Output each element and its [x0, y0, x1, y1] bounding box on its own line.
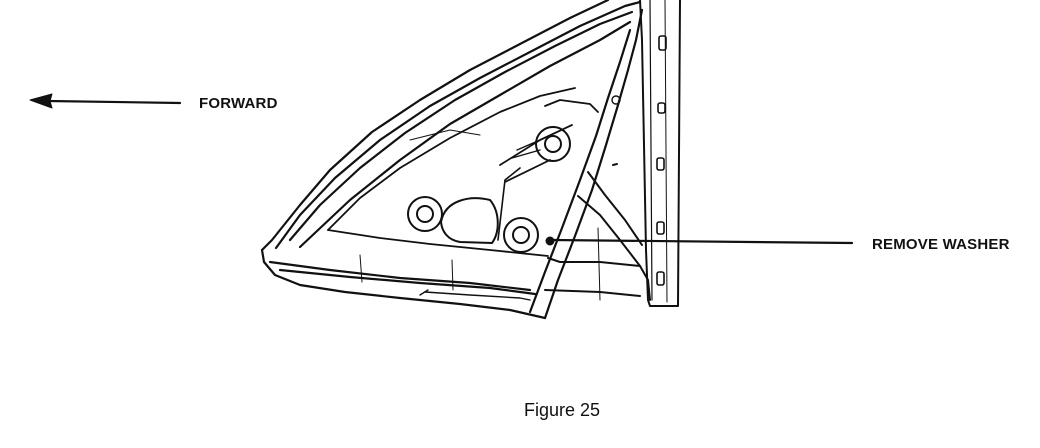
- mirror-housing: [260, 0, 644, 320]
- mirror-base: [544, 171, 651, 301]
- mounting-bosses: [407, 126, 571, 253]
- figure-caption: Figure 25: [523, 400, 601, 420]
- remove-washer-label: REMOVE WASHER: [872, 236, 1010, 253]
- remove-washer-leader-line: [550, 238, 854, 245]
- forward-arrow: [29, 93, 182, 109]
- door-pillar: [611, 0, 681, 307]
- forward-label: FORWARD: [199, 95, 278, 112]
- mirror-backing-plate: [327, 87, 599, 257]
